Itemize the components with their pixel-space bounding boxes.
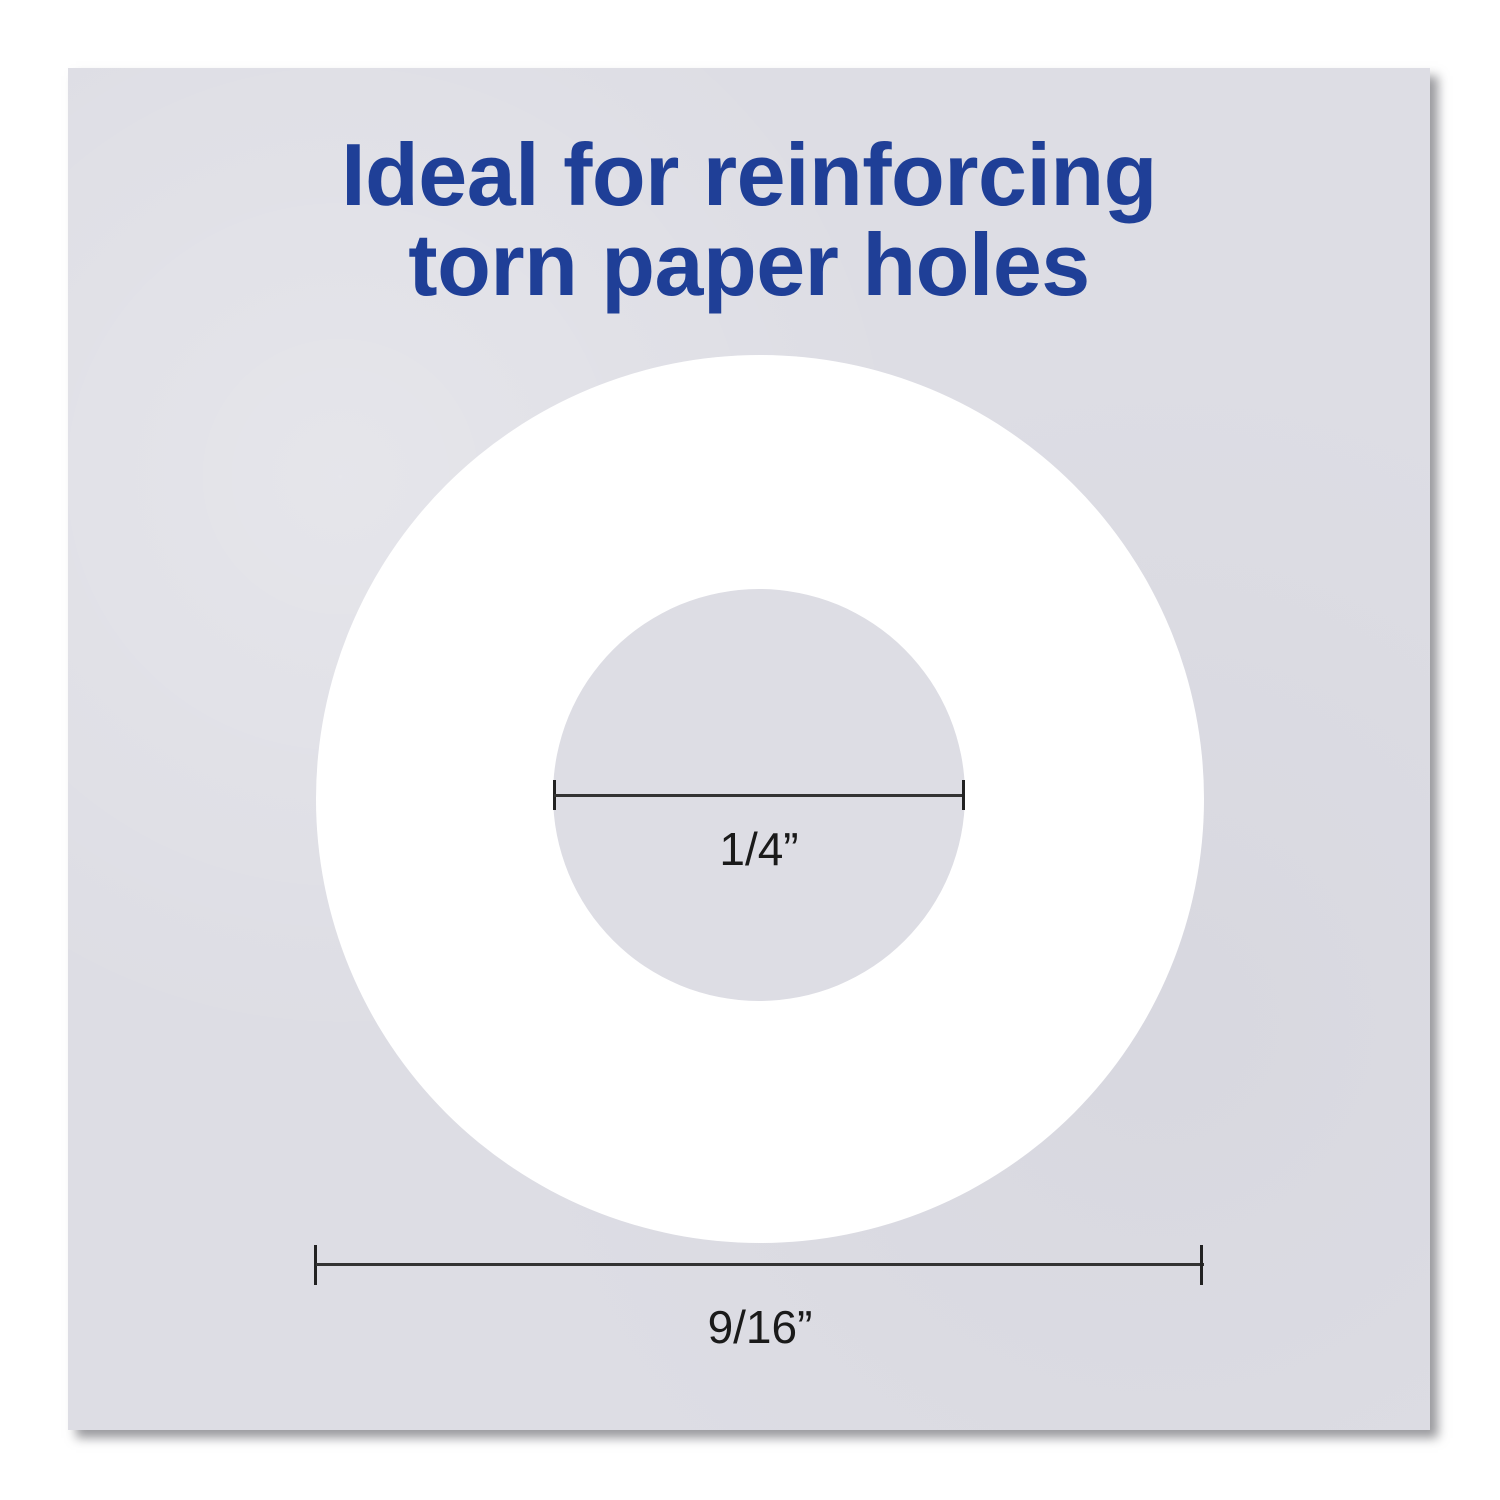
headline-line-1: Ideal for reinforcing	[341, 125, 1157, 224]
outer-dim-right-tick	[1200, 1245, 1203, 1285]
headline-line-2: torn paper holes	[408, 215, 1090, 314]
product-card: Ideal for reinforcing torn paper holes 1…	[68, 68, 1430, 1430]
inner-dim-line	[554, 794, 964, 797]
inner-dim-right-tick	[962, 780, 965, 810]
outer-dim-left-tick	[314, 1245, 317, 1285]
outer-diameter-label: 9/16”	[707, 1301, 813, 1353]
inner-diameter-label: 1/4”	[719, 823, 799, 875]
outer-dim-line	[316, 1263, 1204, 1266]
headline: Ideal for reinforcing torn paper holes	[68, 130, 1430, 310]
